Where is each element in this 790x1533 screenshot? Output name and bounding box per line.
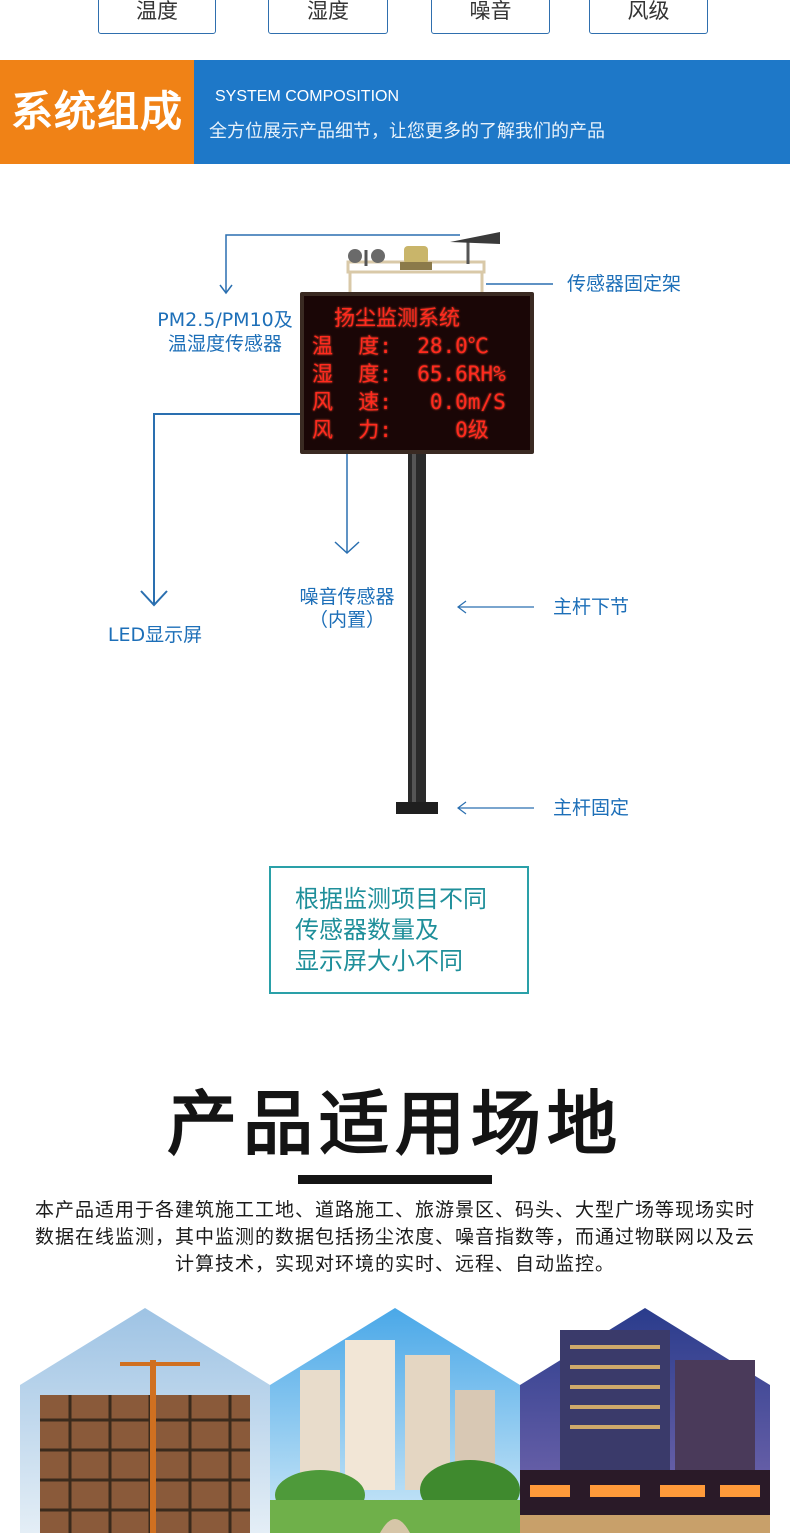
label-pm-sensor-line2: 温湿度传感器 bbox=[167, 333, 282, 355]
section-description: 本产品适用于各建筑施工工地、道路施工、旅游景区、码头、大型广场等现场实时数据在线… bbox=[34, 1199, 755, 1275]
led-title: 扬尘监测系统 bbox=[334, 306, 460, 330]
scene-residential-park bbox=[270, 1308, 520, 1533]
notice-line: 根据监测项目不同 bbox=[295, 885, 487, 913]
application-scenes-strip bbox=[20, 1308, 770, 1533]
banner-subtitle-cn: 全方位展示产品细节，让您更多的了解我们的产品 bbox=[209, 121, 605, 142]
scene-construction-site bbox=[20, 1308, 270, 1533]
tag-humidity: 湿度 bbox=[268, 0, 388, 34]
label-sensor-bracket: 传感器固定架 bbox=[567, 273, 682, 295]
led-display: 扬尘监测系统 温 度: 28.0℃ 湿 度: 65.6RH% 风 速: 0.0m… bbox=[300, 292, 534, 454]
scene-commercial-plaza bbox=[520, 1308, 770, 1533]
label-pole-fixed: 主杆固定 bbox=[553, 797, 630, 819]
label-noise-sensor-line1: 噪音传感器 bbox=[299, 586, 395, 608]
notice-line: 显示屏大小不同 bbox=[295, 947, 463, 975]
tag-noise: 噪音 bbox=[431, 0, 550, 34]
section-heading: 产品适用场地 bbox=[167, 1083, 623, 1165]
notice-line: 传感器数量及 bbox=[295, 916, 439, 944]
led-row-wind-force: 风 力: 0级 bbox=[312, 418, 489, 442]
label-pm-sensor-line1: PM2.5/PM10及 bbox=[157, 309, 293, 331]
label-noise-sensor-line2: （内置） bbox=[308, 609, 385, 631]
led-row-humidity: 湿 度: 65.6RH% bbox=[312, 362, 506, 386]
heading-underline bbox=[298, 1175, 492, 1184]
section-banner: 系统组成 SYSTEM COMPOSITION 全方位展示产品细节，让您更多的了… bbox=[0, 60, 790, 164]
banner-subtitle-en: SYSTEM COMPOSITION bbox=[215, 88, 400, 105]
tag-wind-level: 风级 bbox=[589, 0, 708, 34]
banner-title: 系统组成 bbox=[0, 60, 194, 164]
monitor-pole-drawing bbox=[140, 232, 553, 815]
led-row-temperature: 温 度: 28.0℃ bbox=[312, 334, 489, 358]
label-pole-lower: 主杆下节 bbox=[553, 596, 630, 618]
tag-temperature: 温度 bbox=[98, 0, 216, 34]
label-led-display: LED显示屏 bbox=[107, 624, 203, 646]
led-row-wind-speed: 风 速: 0.0m/S bbox=[312, 390, 506, 414]
notice-box: 根据监测项目不同 传感器数量及 显示屏大小不同 bbox=[269, 866, 529, 994]
